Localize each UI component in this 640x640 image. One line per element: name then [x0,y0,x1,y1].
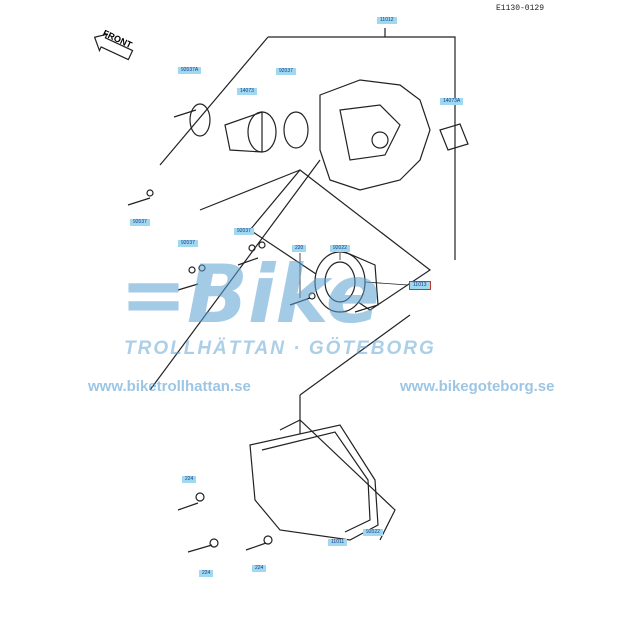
watermark-subtitle: TROLLHÄTTAN · GÖTEBORG [124,338,436,359]
part-label-highlighted[interactable]: 11013 [409,281,431,290]
part-label[interactable]: 92037 [276,68,296,75]
diagram-reference: E1130-0129 [495,4,544,13]
watermark-logo: =Bike [120,248,381,341]
part-label[interactable]: 224 [199,570,214,577]
part-label[interactable]: 92037 [234,228,254,235]
part-label[interactable]: 224 [252,565,267,572]
part-label[interactable]: 11012 [377,17,397,24]
part-label[interactable]: 92022 [363,529,383,536]
part-label[interactable]: 92037 [130,219,150,226]
part-label[interactable]: 92037 [178,240,198,247]
watermark-url-left: www.biketrollhattan.se [88,378,251,395]
part-label[interactable]: 11011 [328,539,348,546]
front-arrow-icon [93,33,134,61]
part-label[interactable]: 92022 [330,245,350,252]
part-label[interactable]: 92037A [178,67,202,74]
part-label[interactable]: 220 [292,245,307,252]
part-label[interactable]: 14073 [237,88,257,95]
part-label[interactable]: 14073A [440,98,464,105]
watermark-url-right: www.bikegoteborg.se [400,378,555,395]
part-label[interactable]: 224 [182,476,197,483]
